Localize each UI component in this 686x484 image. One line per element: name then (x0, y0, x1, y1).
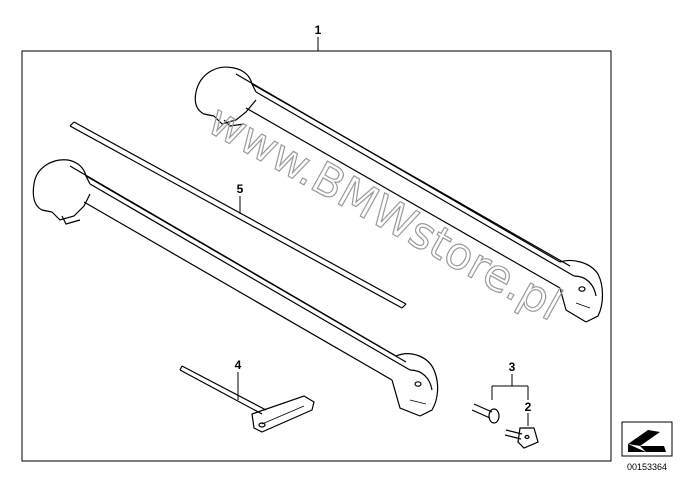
callout-4: 4 (235, 358, 242, 372)
lock-cylinder (471, 403, 500, 424)
lock-key (504, 427, 539, 449)
document-number: 00153364 (627, 462, 667, 472)
callout-5: 5 (237, 182, 244, 196)
roof-bar-front (32, 159, 439, 417)
watermark-text: www.BMWstore.pl (200, 95, 570, 331)
leader-3-bracket (491, 374, 529, 400)
roof-bar-rear (194, 66, 604, 323)
navigation-arrow-icon[interactable] (621, 421, 673, 457)
assembly-frame (21, 50, 612, 462)
callout-3: 3 (509, 360, 516, 374)
callout-2: 2 (525, 400, 532, 414)
t-handle-tool (179, 365, 315, 433)
callout-1: 1 (315, 23, 322, 37)
